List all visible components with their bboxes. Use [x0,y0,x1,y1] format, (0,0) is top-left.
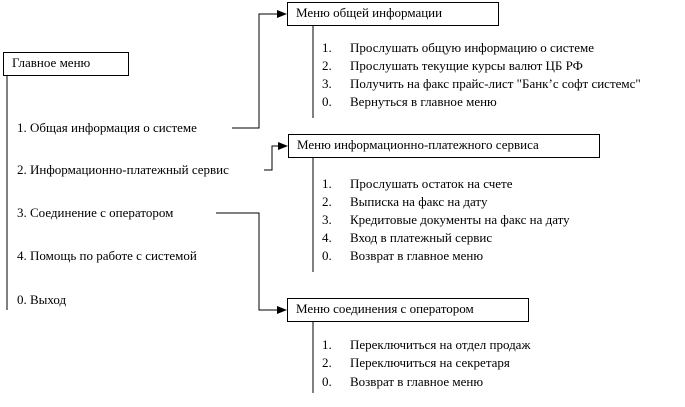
main-menu-item-4[interactable]: 4. Помощь по работе с системой [17,248,197,263]
submenu-3-item[interactable]: 2. Переключиться на секретаря [322,355,510,371]
submenu-operator-box: Меню соединения с оператором [287,298,529,322]
submenu-1-item[interactable]: 3. Получить на факс прайс-лист "Банк’с со… [322,76,641,92]
main-menu-box: Главное меню [3,52,129,76]
submenu-1-item[interactable]: 2. Прослушать текущие курсы валют ЦБ РФ [322,58,583,74]
arrow-to-submenu-1 [232,10,287,129]
item-label: Вернуться в главное меню [350,94,497,109]
submenu-2-item[interactable]: 4. Вход в платежный сервис [322,230,492,246]
item-label: Выписка на факс на дату [350,194,488,209]
submenu-1-item[interactable]: 1. Прослушать общую информацию о системе [322,40,594,56]
submenu-3-item[interactable]: 0. Возврат в главное меню [322,374,483,390]
submenu-general-info-title: Меню общей информации [296,5,443,20]
item-number: 2. [322,194,332,209]
item-number: 1. [322,40,332,55]
submenu-3-item[interactable]: 1. Переключиться на отдел продаж [322,337,530,353]
main-menu-item-3[interactable]: 3. Соединение с оператором [17,205,174,220]
main-menu-item-2[interactable]: 2. Информационно-платежный сервис [17,162,229,177]
arrow-to-submenu-2 [264,142,288,171]
item-number: 0. [322,374,332,389]
submenu-operator-title: Меню соединения с оператором [296,301,474,316]
item-number: 2. [322,355,332,370]
item-label: Вход в платежный сервис [350,230,493,245]
item-label: Переключиться на секретаря [350,355,510,370]
item-number: 0. [322,94,332,109]
item-number: 2. [322,58,332,73]
item-number: 4. [322,230,332,245]
item-label: Прослушать общую информацию о системе [350,40,594,55]
main-menu-title: Главное меню [12,55,91,70]
item-label: Возврат в главное меню [350,248,484,263]
item-number: 1. [322,176,332,191]
item-number: 3. [322,212,332,227]
main-menu-item-0[interactable]: 0. Выход [17,292,67,307]
item-label: Переключиться на отдел продаж [350,337,531,352]
submenu-2-item[interactable]: 0. Возврат в главное меню [322,248,483,264]
item-label: Кредитовые документы на факс на дату [350,212,570,227]
submenu-1-item[interactable]: 0. Вернуться в главное меню [322,94,497,110]
item-number: 3. [322,76,332,91]
item-label: Прослушать остаток на счете [350,176,513,191]
submenu-general-info-box: Меню общей информации [287,2,499,26]
arrow-to-submenu-3 [216,212,287,314]
main-menu-item-1[interactable]: 1. Общая информация о системе [17,120,197,135]
submenu-2-item[interactable]: 3. Кредитовые документы на факс на дату [322,212,570,228]
submenu-payment-service-box: Меню информационно-платежного сервиса [288,134,600,158]
item-label: Прослушать текущие курсы валют ЦБ РФ [350,58,583,73]
item-label: Возврат в главное меню [350,374,484,389]
item-number: 0. [322,248,332,263]
item-number: 1. [322,337,332,352]
submenu-2-item[interactable]: 1. Прослушать остаток на счете [322,176,512,192]
submenu-2-item[interactable]: 2. Выписка на факс на дату [322,194,487,210]
submenu-payment-service-title: Меню информационно-платежного сервиса [297,137,539,152]
item-label: Получить на факс прайс-лист "Банк’с софт… [350,76,641,91]
